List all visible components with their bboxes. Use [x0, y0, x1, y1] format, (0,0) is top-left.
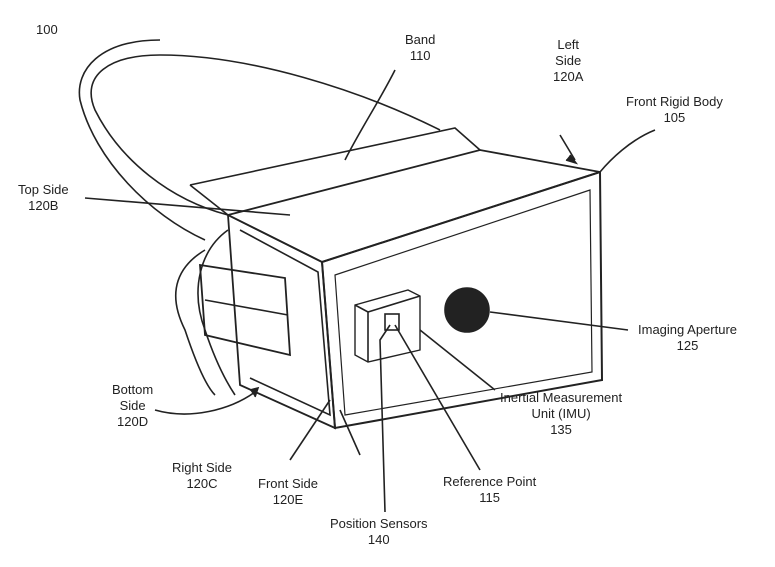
- figure-number: 100: [36, 22, 58, 37]
- imu-box: [354, 289, 421, 363]
- label-ref: 105: [663, 110, 686, 125]
- label-name: Front Side: [258, 476, 318, 491]
- label-name: Inertial Measurement: [500, 390, 623, 405]
- front-side: [320, 170, 604, 430]
- label-name: Side: [119, 398, 146, 413]
- label-ref: 125: [676, 338, 699, 353]
- label-ref: 120D: [117, 414, 149, 429]
- label-name: Position Sensors: [330, 516, 428, 531]
- label-imaging-aperture: Imaging Aperture 125: [638, 322, 737, 354]
- label-position-sensors: Position Sensors 140: [330, 516, 428, 548]
- label-front-side: Front Side 120E: [258, 476, 318, 508]
- label-right-side: Right Side 120C: [172, 460, 232, 492]
- band-inner: [78, 39, 206, 241]
- label-ref: 120B: [28, 198, 59, 213]
- label-ref: 120E: [272, 492, 304, 507]
- top-side: [225, 149, 601, 263]
- label-name: Front Rigid Body: [626, 94, 723, 109]
- label-ref: 120C: [186, 476, 218, 491]
- band: [90, 54, 441, 216]
- label-name: Unit (IMU): [531, 406, 591, 421]
- label-name: Top Side: [18, 182, 69, 197]
- right-side: [226, 213, 337, 430]
- label-band: Band 110: [405, 32, 435, 64]
- label-name: Right Side: [172, 460, 232, 475]
- label-ref: 110: [409, 48, 431, 63]
- label-ref: 120A: [553, 69, 584, 84]
- label-left-side: Left Side 120A: [553, 37, 583, 85]
- label-top-side: Top Side 120B: [18, 182, 69, 214]
- imaging-aperture: [444, 287, 490, 333]
- label-ref: 115: [479, 490, 500, 505]
- reference-point: [384, 313, 400, 331]
- label-name: Reference Point: [443, 474, 537, 489]
- label-name: Imaging Aperture: [638, 322, 738, 337]
- label-imu: Inertial Measurement Unit (IMU) 135: [500, 390, 622, 438]
- label-name: Bottom: [112, 382, 154, 397]
- label-reference-point: Reference Point 115: [443, 474, 536, 506]
- label-name: Left: [557, 37, 580, 52]
- label-ref: 135: [550, 422, 572, 437]
- label-ref: 140: [367, 532, 390, 547]
- label-bottom-side: Bottom Side 120D: [112, 382, 153, 430]
- label-name: Side: [555, 53, 582, 68]
- band-lower: [175, 249, 216, 396]
- label-name: Band: [405, 32, 436, 47]
- label-front-rigid-body: Front Rigid Body 105: [626, 94, 723, 126]
- band-strap: [199, 263, 291, 357]
